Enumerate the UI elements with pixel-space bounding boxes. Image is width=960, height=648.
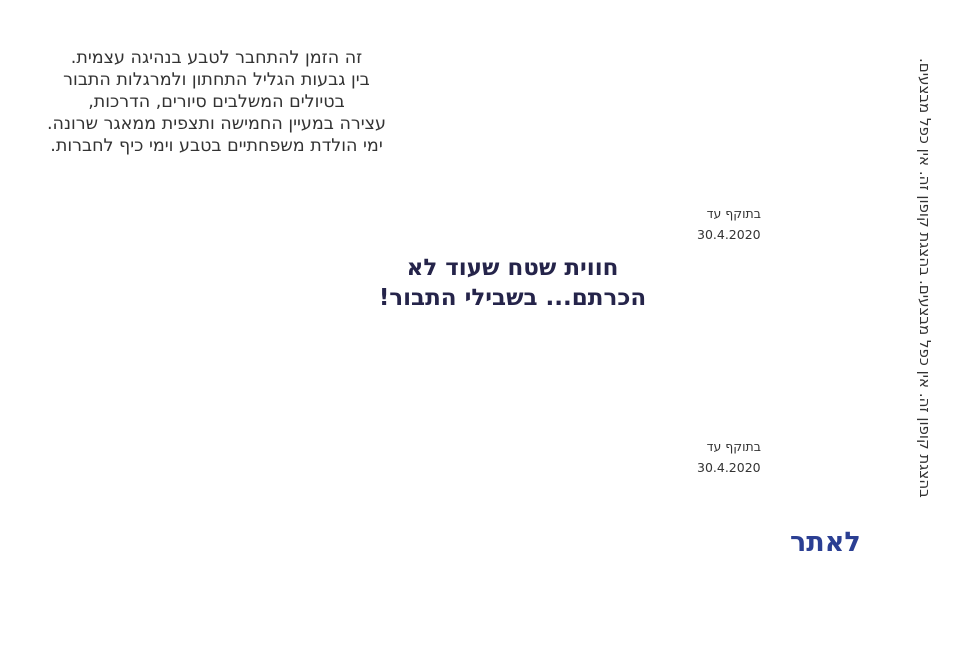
terms-vertical: בהצגת קופון זה. אין כפל מבצעים. בהצגת קו… <box>908 28 934 498</box>
valid-label: בתוקף עד <box>706 206 761 221</box>
description-line: עצירה במעיין החמישה ותצפית ממאגר שרונה. <box>46 114 387 134</box>
website-link[interactable]: לאתר <box>790 527 861 558</box>
terms-text: בהצגת קופון זה. אין כפל מבצעים. <box>916 57 934 276</box>
description-line: זה הזמן להתחבר לטבע בנהיגה עצמית. <box>70 48 363 68</box>
terms-text: בהצגת קופון זה. אין כפל מבצעים. <box>916 280 934 498</box>
headline-line: חווית שטח שעוד לא <box>406 255 619 281</box>
valid-label: בתוקף עד <box>706 439 761 454</box>
headline: חווית שטח שעוד לא הכרתם... בשבילי התבור! <box>360 253 665 313</box>
description-line: בטיולים המשלבים סיורים, הדרכות, <box>88 92 345 112</box>
description-text: זה הזמן להתחבר לטבע בנהיגה עצמית. בין גב… <box>14 47 419 157</box>
headline-line: הכרתם... בשבילי התבור! <box>378 285 647 311</box>
coupon-validity-2: בתוקף עד 30.4.2020 <box>697 436 761 478</box>
valid-date: 30.4.2020 <box>697 227 761 242</box>
valid-date: 30.4.2020 <box>697 460 761 475</box>
coupon-validity-1: בתוקף עד 30.4.2020 <box>697 203 761 245</box>
description-line: בין גבעות הגליל התחתון ולמרגלות התבור <box>63 70 370 90</box>
description-line: ימי הולדת משפחתיים בטבע וימי כיף לחברות. <box>50 136 383 156</box>
